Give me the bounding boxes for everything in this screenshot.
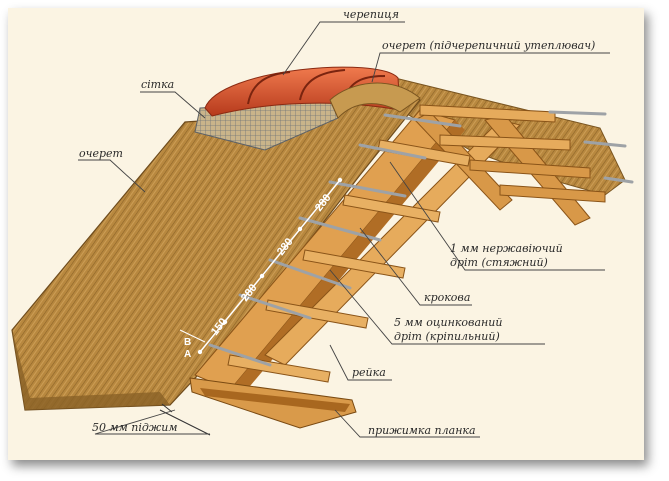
label-wire-5mm-1: 5 мм оцинкований [394, 316, 502, 329]
pidzhym-leader [159, 409, 211, 436]
pressure-strip-edge [200, 388, 350, 412]
pidzhym-tick [161, 403, 173, 413]
label-cherepytsia: черепиця [343, 8, 399, 21]
label-wire-5mm-2: дріт (кріпильний) [394, 330, 500, 343]
label-wire-1mm-1: 1 мм нержавіючий [450, 242, 563, 255]
tile-seam [299, 69, 346, 101]
fixing-wires [208, 110, 634, 367]
label-sitka: сітка [141, 78, 174, 91]
label-krokva: крокова [424, 291, 470, 304]
label-pidzhym: 50 мм піджим [92, 421, 178, 434]
marker-a: A [184, 349, 191, 360]
label-ocheret-left: очерет [79, 147, 123, 160]
leader-lines [78, 21, 610, 438]
marker-line [179, 329, 206, 343]
label-reika: рейка [352, 366, 386, 379]
ridge-reed [329, 82, 421, 119]
label-ocheret-top: очерет (підчерепичний утеплювач) [382, 39, 595, 52]
thatch-shadow [12, 330, 170, 410]
marker-b: B [184, 337, 191, 348]
dimension-chain [197, 177, 343, 355]
label-wire-1mm-2: дріт (стяжний) [450, 256, 548, 269]
label-pryzhymka: прижимка планка [368, 424, 476, 437]
battens [227, 139, 471, 383]
